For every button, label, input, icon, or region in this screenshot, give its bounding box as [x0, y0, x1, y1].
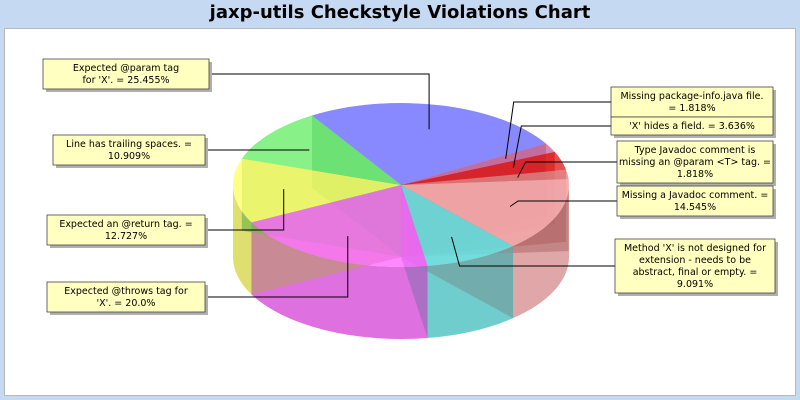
- label-box-4: [616, 185, 774, 217]
- label-box-8: [52, 134, 206, 166]
- pie-slice-0: [311, 102, 546, 185]
- label-text-8: Line has trailing spaces. =10.909%: [66, 139, 192, 162]
- label-box-0: [42, 58, 210, 90]
- pie-slice-side-4: [513, 185, 569, 319]
- pie-top-faces: [233, 102, 569, 267]
- pie-slice-4: [401, 179, 569, 247]
- label-box-7: [46, 214, 206, 246]
- chart-title: jaxp-utils Checkstyle Violations Chart: [209, 2, 591, 23]
- label-text-4: Missing a Javadoc comment. =14.545%: [622, 190, 769, 213]
- pie-slice-side-7: [233, 185, 252, 295]
- pie-slice-5: [401, 185, 514, 266]
- pie-slice-6: [251, 185, 428, 267]
- label-connector-6: [205, 236, 349, 298]
- label-connector-5: [451, 236, 615, 267]
- label-connector-7: [205, 189, 285, 231]
- pie-side-walls: [233, 185, 569, 339]
- label-box-2: [610, 116, 774, 136]
- label-connector-1: [505, 101, 611, 159]
- label-text-1: Missing package-info.java file.= 1.818%: [620, 91, 763, 114]
- label-text-2: 'X' hides a field. = 3.636%: [629, 121, 755, 132]
- pie-slice-3: [401, 169, 569, 185]
- pie-slice-7: [233, 158, 401, 223]
- pie-slice-2: [401, 151, 567, 185]
- pie-slice-side-5: [427, 246, 514, 338]
- label-text-7: Expected an @return tag. =12.727%: [59, 219, 192, 242]
- label-connector-3: [517, 161, 617, 178]
- pie-slice-side-6: [251, 222, 428, 339]
- label-connector-4: [509, 200, 617, 207]
- label-box-6: [46, 281, 206, 313]
- label-text-6: Expected @throws tag for'X'. = 20.0%: [64, 286, 188, 309]
- label-connector-2: [512, 125, 611, 169]
- pie-slice-8: [241, 115, 401, 185]
- label-box-5: [614, 238, 776, 294]
- label-connector-8: [205, 149, 310, 151]
- label-connector-0: [209, 73, 430, 130]
- label-box-3: [616, 140, 774, 184]
